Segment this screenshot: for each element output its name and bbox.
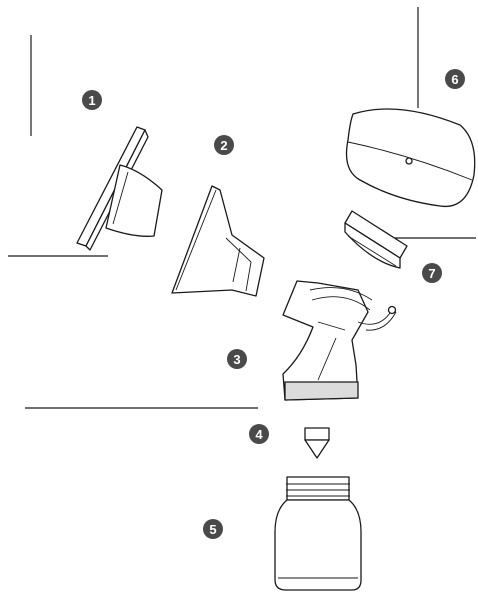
badge-number-1: 1 — [88, 93, 95, 108]
bottle — [275, 477, 361, 590]
badge-number-2: 2 — [220, 138, 227, 153]
badge-number-4: 4 — [255, 427, 263, 442]
badge-part-2: 2 — [214, 135, 234, 155]
badge-part-7: 7 — [422, 263, 442, 283]
pump-body — [283, 281, 396, 400]
breast-shield — [172, 186, 264, 296]
badge-number-7: 7 — [428, 266, 435, 281]
badge-part-5: 5 — [203, 519, 223, 539]
badge-number-6: 6 — [451, 72, 458, 87]
badge-number-5: 5 — [209, 522, 216, 537]
badge-part-3: 3 — [227, 349, 247, 369]
badge-part-4: 4 — [249, 424, 269, 444]
pump-cover — [347, 109, 475, 206]
silicone-membrane — [345, 211, 407, 268]
valve — [305, 428, 329, 458]
badge-part-6: 6 — [445, 69, 465, 89]
badge-part-1: 1 — [82, 90, 102, 110]
badge-number-3: 3 — [233, 352, 240, 367]
massage-cushion — [77, 127, 162, 250]
